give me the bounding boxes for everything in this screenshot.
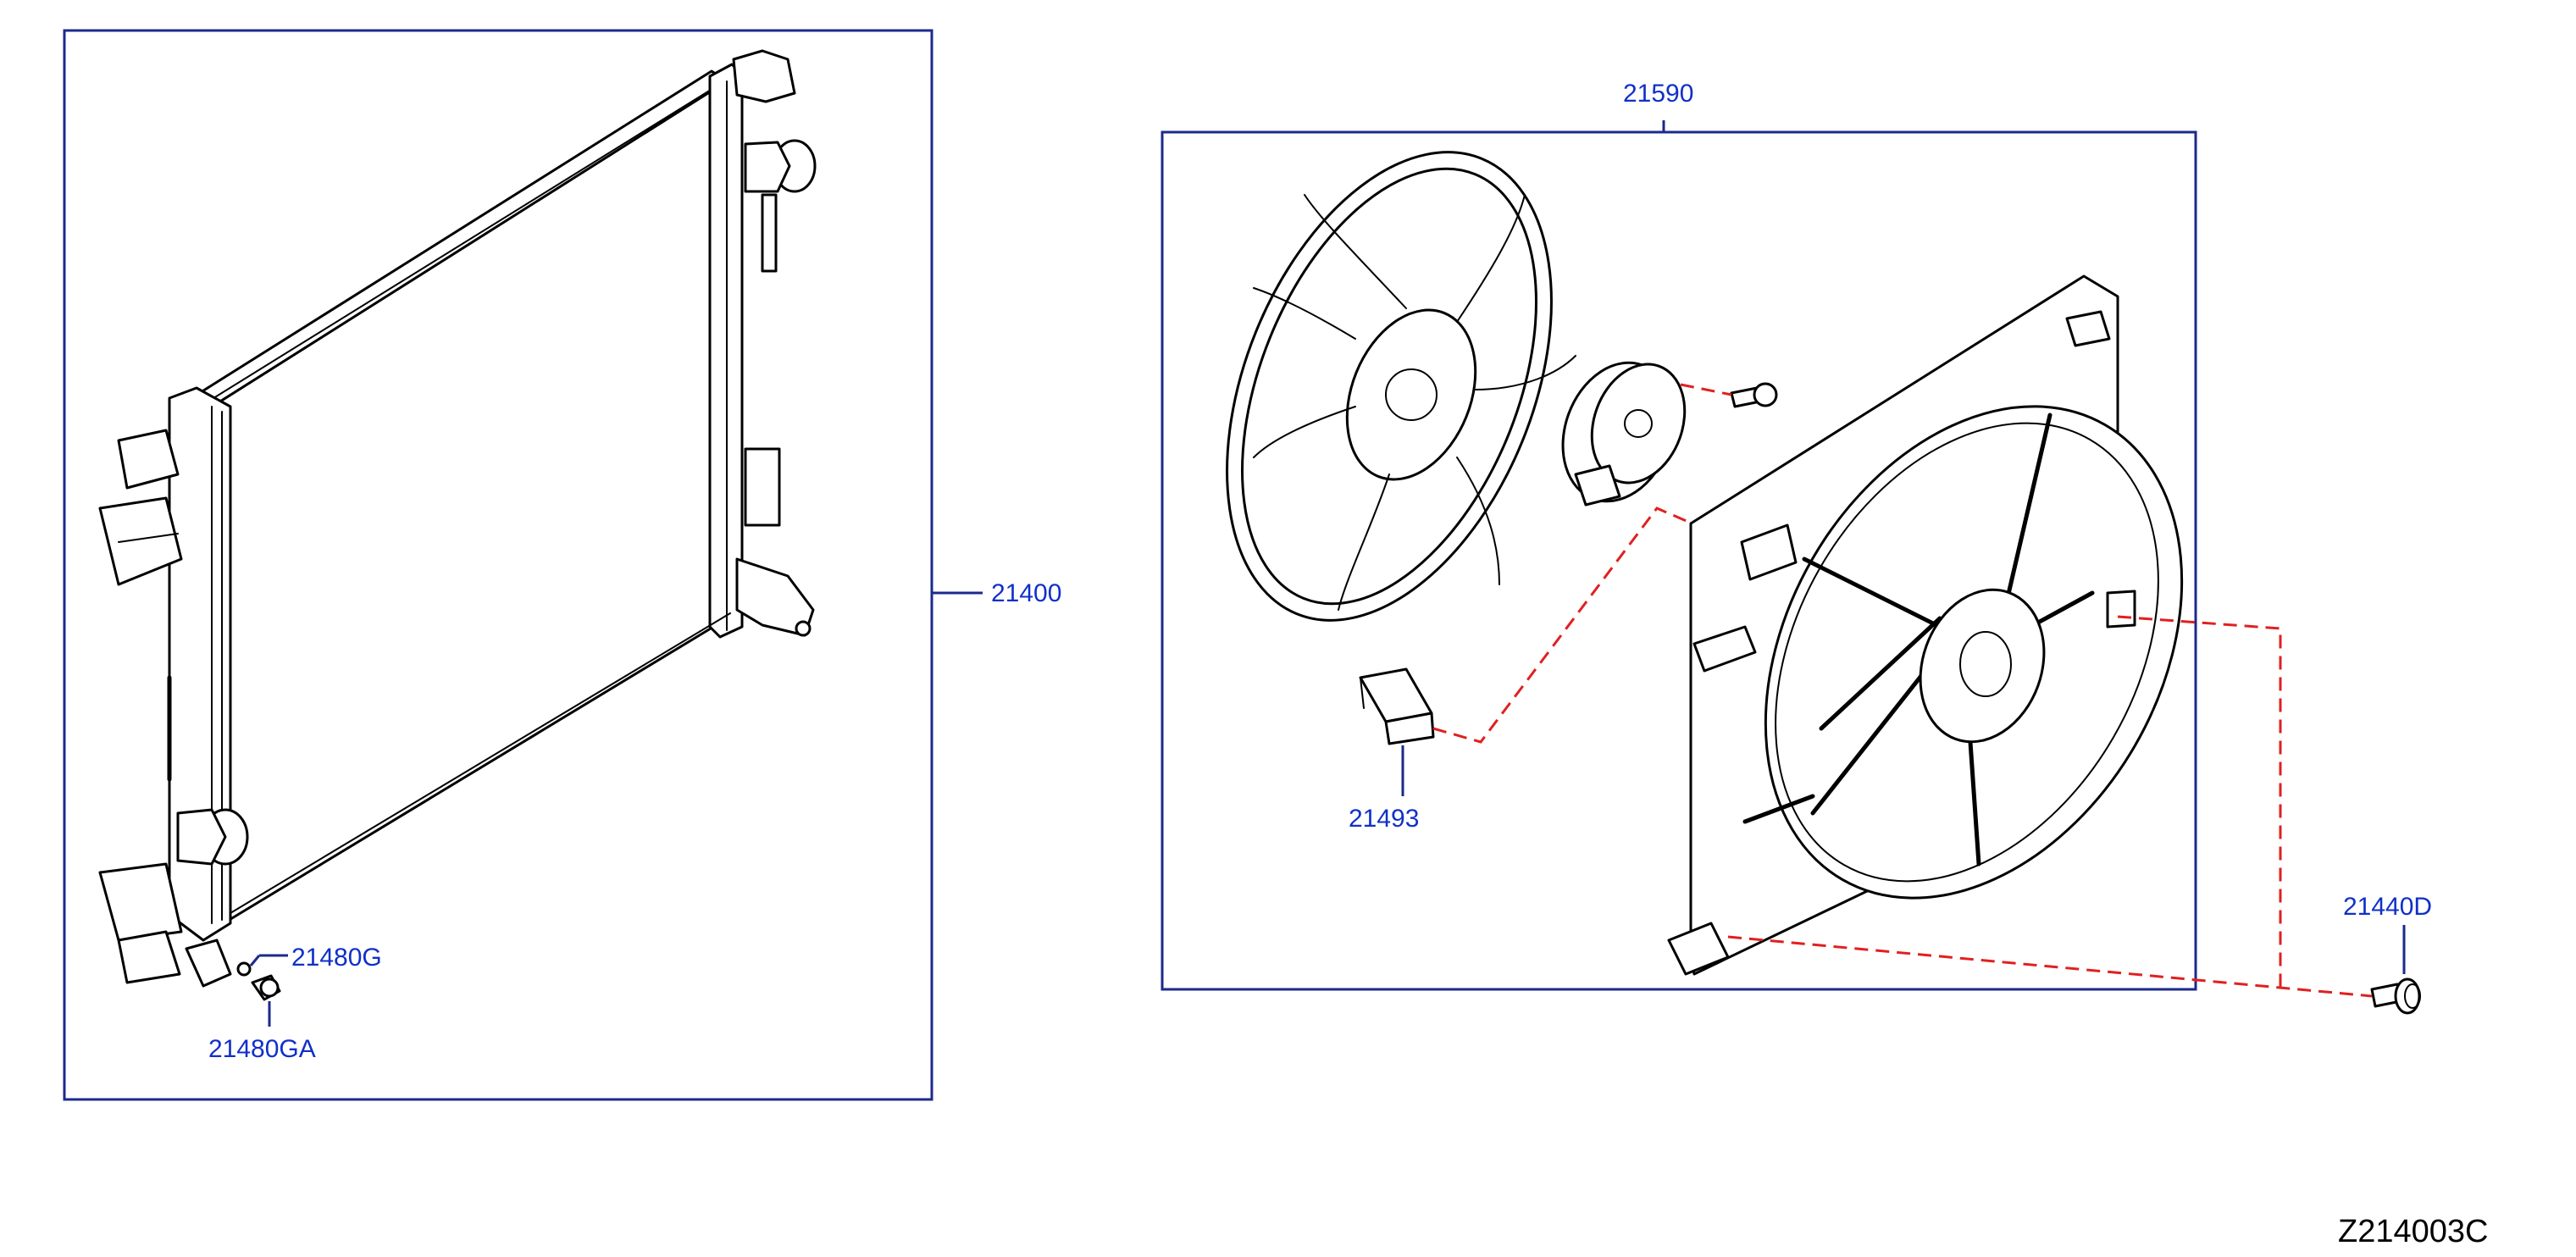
lower-right-nipple <box>795 620 812 637</box>
drain-seal[interactable]: 21480G <box>236 944 382 977</box>
callout-21590[interactable]: 21590 <box>1623 80 1693 108</box>
fan-resistor[interactable] <box>1359 667 1435 745</box>
callout-21480g[interactable]: 21480G <box>291 944 382 972</box>
motor-screw[interactable] <box>1730 382 1778 408</box>
link-resistor-to-shroud <box>1432 507 1709 744</box>
fan-shroud[interactable] <box>1667 274 2267 976</box>
link-screw-to-motor <box>1680 383 1732 396</box>
callout-21480ga[interactable]: 21480GA <box>208 1035 316 1063</box>
radiator-drawing[interactable] <box>98 49 817 988</box>
fan-motor[interactable] <box>1544 347 1700 517</box>
callout-21493[interactable]: 21493 <box>1349 805 1419 833</box>
callout-21440d[interactable]: 21440D <box>2343 893 2432 921</box>
fan-shroud-group-frame <box>1161 130 2197 991</box>
link-bolt-to-shroud <box>1727 935 2373 998</box>
fan-blade[interactable] <box>1164 104 1615 667</box>
fan-shroud-group: 21590 <box>1161 80 2282 991</box>
radiator-group-frame <box>63 29 933 1101</box>
drain-plug[interactable]: 21480GA <box>208 974 316 1063</box>
radiator-group: 21480G 21480GA 21400 <box>63 29 1061 1101</box>
callout-21400[interactable]: 21400 <box>991 579 1061 607</box>
diagram-code: Z214003C <box>2338 1214 2488 1249</box>
link-shroud-mount-upper <box>2117 615 2282 989</box>
mounting-bolt[interactable] <box>2370 977 2421 1015</box>
